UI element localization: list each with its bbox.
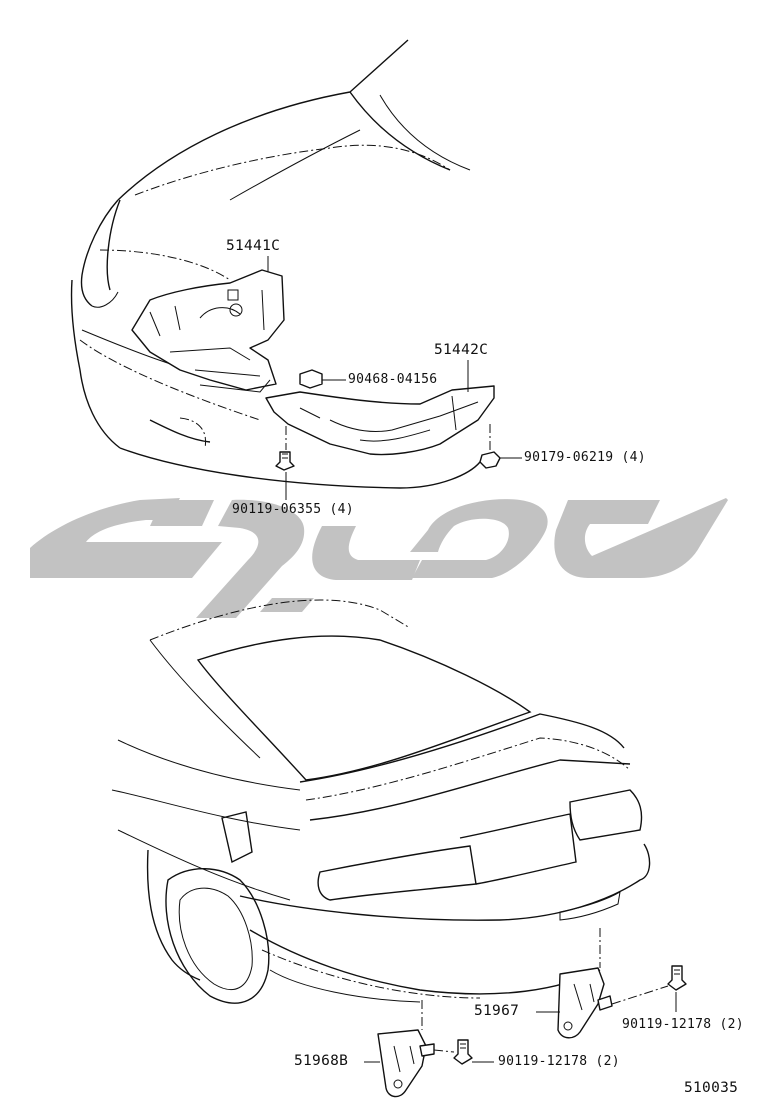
label-51442C: 51442C [434,342,489,358]
nut-90179-shape [479,451,501,469]
part-51441C-shape [131,269,285,393]
rear-car-body [111,599,651,1004]
label-51967: 51967 [474,1003,520,1019]
label-90179-06219: 90179-06219 (4) [524,450,646,465]
label-51968B: 51968B [294,1053,349,1069]
bolt-90119-06355-shape [275,451,295,471]
label-90119-12178-left: 90119-12178 (2) [498,1054,620,1069]
bracket-51967-shape [557,967,613,1039]
figure-code: 510035 [684,1080,739,1096]
bracket-51968B-shape [377,1029,435,1098]
label-90119-06355: 90119-06355 (4) [232,502,354,517]
label-90119-12178-right: 90119-12178 (2) [622,1017,744,1032]
label-51441C: 51441C [226,238,281,254]
part-51442C-shape [265,385,495,456]
label-90468-04156: 90468-04156 [348,372,438,387]
bolt-90119-12178-left-shape [453,1039,473,1065]
bolt-90119-12178-right-shape [667,965,687,991]
watermark-logo [30,498,728,618]
clip-90468-shape [299,369,323,389]
